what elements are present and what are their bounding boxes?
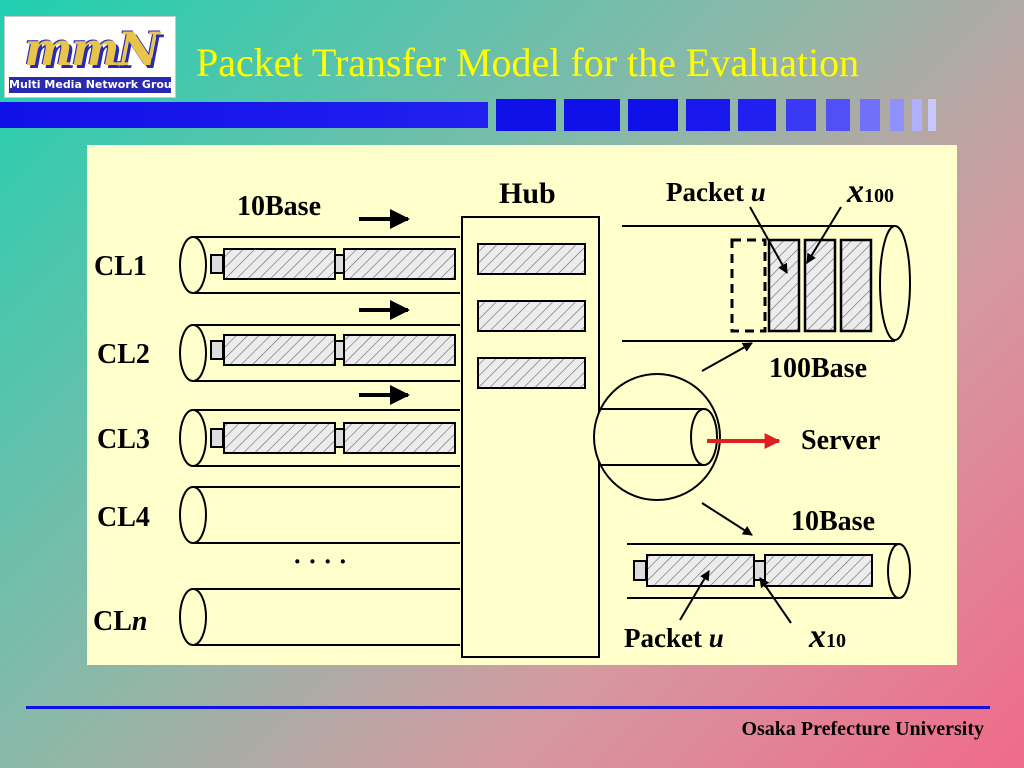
title-accent-band [0, 102, 488, 128]
accent-block [786, 99, 816, 131]
accent-block [890, 99, 904, 131]
fast-link-label: 100Base [769, 353, 867, 384]
client-cable-1 [179, 236, 460, 294]
client-label-1: CL1 [94, 251, 147, 282]
accent-block [496, 99, 556, 131]
client-cable-4 [179, 486, 460, 544]
slow-cable [627, 543, 911, 599]
accent-block [860, 99, 880, 131]
accent-block [912, 99, 922, 131]
packet-pointer-top [749, 206, 788, 274]
x100-pointer [806, 206, 842, 264]
zoom-circle [593, 342, 753, 536]
logo-mark: mmN [24, 22, 159, 76]
x10-pointer [759, 577, 792, 624]
client-cable-2 [179, 324, 460, 382]
logo-caption: Multi Media Network Group [9, 77, 171, 93]
client-label-2: CL2 [97, 339, 150, 370]
logo: mmN Multi Media Network Group [4, 16, 176, 98]
accent-block [628, 99, 678, 131]
accent-block [928, 99, 936, 131]
hub-label: Hub [499, 177, 556, 210]
hub [461, 216, 600, 658]
client-cable-3 [179, 409, 460, 467]
footer-divider [26, 706, 990, 709]
accent-block [564, 99, 620, 131]
x100-label: x100 [846, 173, 894, 210]
client-cable-n [179, 588, 460, 646]
ellipsis: · · · · [293, 547, 347, 576]
packet-label-bottom: Packet u [624, 623, 724, 653]
x10-label: x10 [808, 618, 846, 655]
accent-block [686, 99, 730, 131]
slide-title: Packet Transfer Model for the Evaluation [196, 40, 860, 85]
client-label-n: CLn [93, 606, 147, 637]
accent-block [826, 99, 850, 131]
slow-link-label: 10Base [791, 506, 875, 537]
client-label-4: CL4 [97, 502, 150, 533]
accent-block [738, 99, 776, 131]
server-label: Server [801, 425, 880, 456]
packet-label-top: Packet u [666, 177, 766, 207]
fast-cable [622, 225, 911, 342]
packet-transfer-diagram: Hub 10Base CL1 CL2 CL3 CL4 CLn · · · · P… [93, 173, 911, 658]
client-label-3: CL3 [97, 424, 150, 455]
packet-pointer-bottom [679, 570, 710, 621]
footer-institution: Osaka Prefecture University [741, 718, 984, 740]
diagram-panel: Hub 10Base CL1 CL2 CL3 CL4 CLn · · · · P… [87, 145, 957, 665]
link-label-left: 10Base [237, 191, 321, 222]
